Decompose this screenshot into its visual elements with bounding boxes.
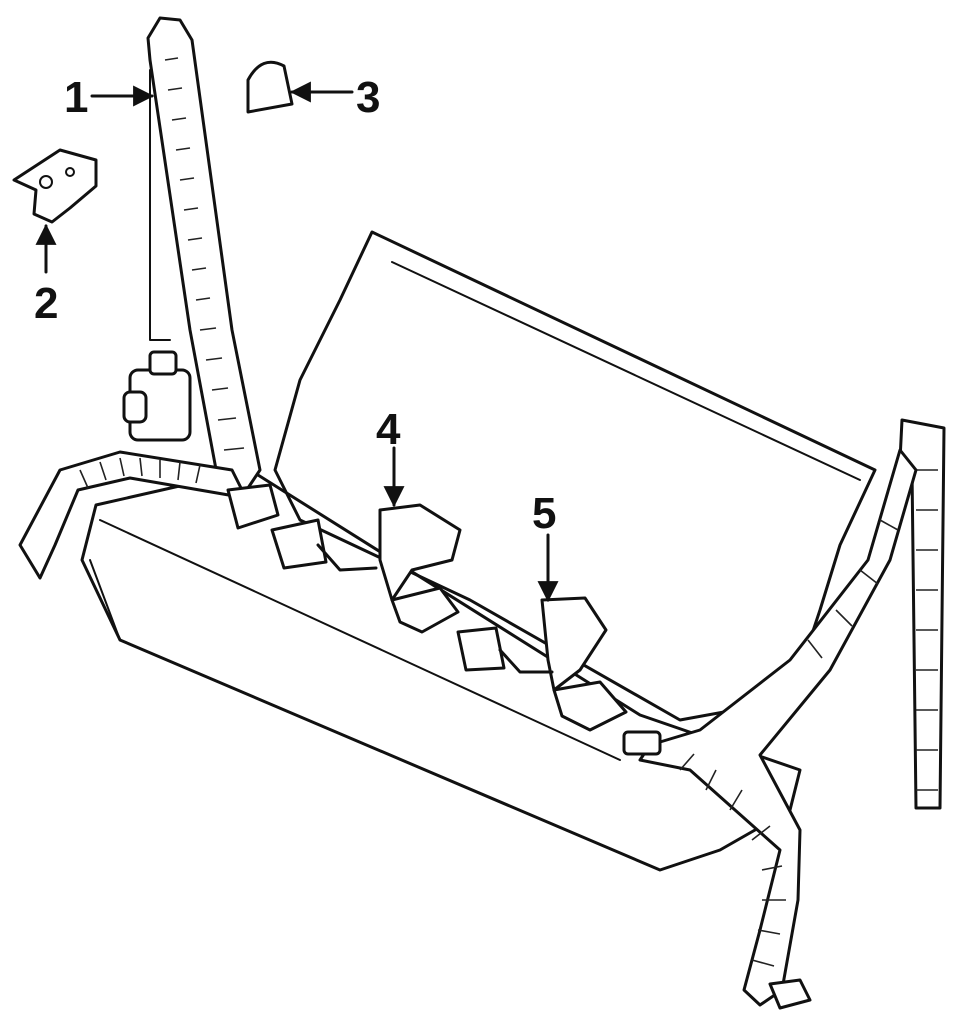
leader-lines: [35, 81, 559, 603]
right-belt-assembly: [622, 418, 946, 1010]
front-belt-assembly: [18, 16, 280, 580]
callout-1: 1: [64, 73, 88, 122]
center-buckle-right: [456, 596, 628, 732]
callout-2: 2: [34, 279, 58, 328]
callout-5: 5: [532, 489, 556, 538]
callout-4: 4: [376, 405, 401, 454]
callout-3: 3: [356, 73, 380, 122]
anchor-bracket: [12, 148, 98, 224]
center-buckle-left: [270, 503, 462, 634]
cover-cap: [246, 60, 294, 114]
